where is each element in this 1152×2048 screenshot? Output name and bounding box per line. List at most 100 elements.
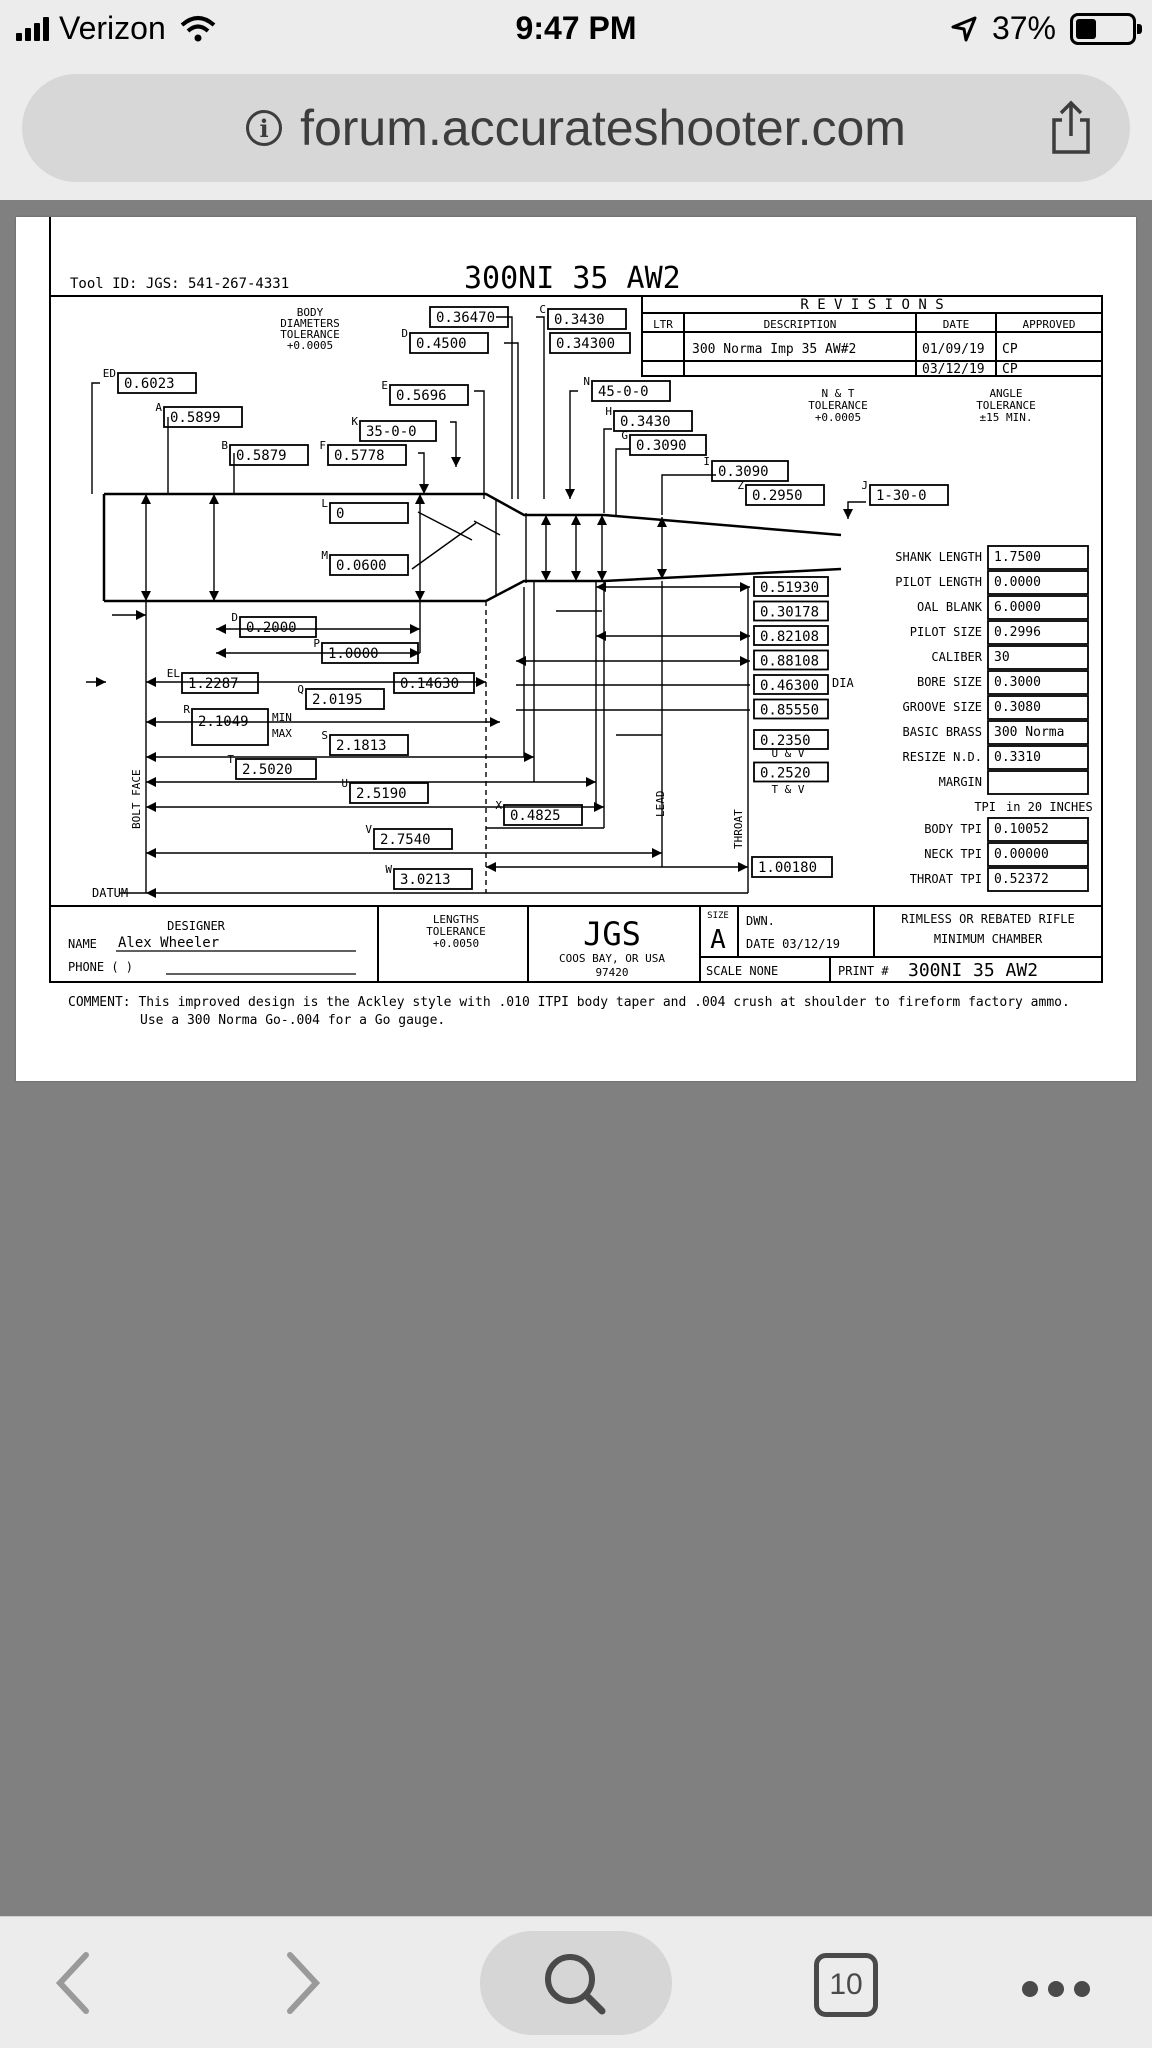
body-tol-2: DIAMETERS (280, 317, 340, 330)
dim-value-q: 2.0195 (312, 692, 363, 708)
wifi-icon (180, 15, 216, 41)
rev-row1-date: 01/09/19 (922, 342, 985, 357)
dim-value-z: 0.2950 (752, 488, 803, 504)
dim-value-e: 0.5696 (396, 388, 447, 404)
tabs-button[interactable]: 10 (814, 1953, 878, 2017)
web-content[interactable]: Tool ID: JGS: 541-267-4331 300NI 35 AW2 … (0, 200, 1152, 1916)
more-icon[interactable] (1022, 1981, 1090, 1997)
spec-box (987, 695, 1089, 720)
uv-label: U & V (771, 747, 804, 760)
right-value: 0.2350 (760, 733, 811, 749)
spec-label: BASIC BRASS (903, 725, 982, 739)
dim-letter-n: N (583, 375, 590, 388)
dim-box-q (305, 688, 385, 710)
dim-letter-b: B (221, 439, 228, 452)
dim-box-k (359, 420, 437, 442)
dim-value-r: 2.1049 (198, 714, 249, 730)
dwn-date: DATE 03/12/19 (746, 937, 840, 951)
rev-row1-desc: 300 Norma Imp 35 AW#2 (692, 342, 856, 357)
dim-letter-a: A (155, 401, 162, 414)
datum-label: DATUM (92, 886, 128, 900)
drawing-title: 300NI 35 AW2 (464, 261, 681, 296)
angle-tol-3: ±15 MIN. (980, 411, 1033, 424)
spec-box (987, 670, 1089, 695)
dim-value-a: 0.5899 (170, 410, 221, 426)
chamber-drawing: Tool ID: JGS: 541-267-4331 300NI 35 AW2 … (49, 217, 1103, 1028)
dim-letter-h: H (605, 405, 612, 418)
dim-box-el (181, 672, 259, 694)
nt-tol-1: N & T (821, 387, 854, 400)
dim-box-h (613, 410, 693, 432)
rev-row2-appr: CP (1002, 362, 1018, 377)
angle-tol-2: TOLERANCE (976, 399, 1036, 412)
dim-value-b: 0.5879 (236, 448, 287, 464)
dim-letter-i: I (703, 455, 710, 468)
dim-letter-t: T (227, 753, 234, 766)
dim-min-label: MIN (272, 711, 292, 724)
spec-label: MARGIN (939, 775, 982, 789)
dim-box-d (239, 616, 317, 638)
right-value-box (753, 600, 829, 622)
dim-letter-el: EL (167, 667, 181, 680)
dim-box-a (163, 406, 243, 428)
dim-value-lead_end: 1.00180 (758, 860, 817, 876)
address-bar[interactable]: i forum.accurateshooter.com (22, 74, 1130, 182)
dim-letter-u: U (341, 777, 348, 790)
desc-line2: MINIMUM CHAMBER (934, 932, 1043, 946)
tpi-value: 0.52372 (994, 872, 1049, 887)
browser-toolbar: 10 (0, 1916, 1152, 2048)
tpi-label: THROAT TPI (910, 872, 982, 886)
dim-letter-q: Q (297, 683, 304, 696)
dim-box-ed (117, 372, 197, 394)
dim-letter-w: W (385, 863, 392, 876)
dim-box-r (191, 708, 269, 746)
spec-value: 6.0000 (994, 600, 1041, 615)
spec-label: SHANK LENGTH (895, 550, 982, 564)
spec-value: 0.3080 (994, 700, 1041, 715)
len-tol-1: LENGTHS (433, 913, 479, 926)
tool-id: Tool ID: JGS: 541-267-4331 (70, 276, 289, 292)
dim-box-f (327, 444, 407, 466)
share-icon[interactable] (1048, 100, 1094, 156)
tpi-box (987, 867, 1089, 892)
spec-box (987, 545, 1089, 570)
dim-value-i: 0.3090 (718, 464, 769, 480)
rev-row1-appr: CP (1002, 342, 1018, 357)
angle-tol-1: ANGLE (989, 387, 1022, 400)
spec-label: PILOT SIZE (910, 625, 982, 639)
dim-box-v (373, 828, 453, 850)
dim-box-i (711, 460, 789, 482)
forward-icon[interactable] (284, 1935, 324, 2031)
dim-letter-v: V (365, 823, 372, 836)
dim-letter-j: J (861, 479, 868, 492)
size-label: SIZE (707, 911, 729, 921)
battery-icon (1070, 12, 1142, 45)
spec-label: RESIZE N.D. (903, 750, 982, 764)
revisions-header: R E V I S I O N S (800, 297, 943, 313)
dim-value-j: 1-30-0 (876, 488, 927, 504)
spec-value: 0.2996 (994, 625, 1041, 640)
body-tol-4: +0.0005 (287, 339, 333, 352)
dim-letter-p: P (313, 637, 320, 650)
dim-value-k: 35-0-0 (366, 424, 417, 440)
dim-letter-m: M (321, 549, 328, 562)
name-label: NAME (68, 937, 97, 951)
search-button[interactable] (480, 1931, 672, 2035)
right-value: 0.51930 (760, 580, 819, 596)
back-icon[interactable] (52, 1935, 92, 2031)
status-bar: Verizon 9:47 PM 37% (0, 0, 1152, 62)
right-value: 0.2520 (760, 766, 811, 782)
battery-percent: 37% (991, 10, 1056, 46)
dim-letter-d: D (231, 611, 238, 624)
dim-letter-f: F (319, 439, 326, 452)
right-value-box (753, 729, 829, 750)
dim-box-s (329, 734, 409, 756)
rev-col-approved: APPROVED (1023, 318, 1076, 331)
location-arrow-icon (951, 16, 977, 41)
dim-value-c: 0.3430 (554, 312, 605, 328)
scale-label: SCALE NONE (706, 964, 778, 978)
dim-box-d1 (409, 332, 489, 354)
right-value: 0.85550 (760, 703, 819, 719)
designer-label: DESIGNER (167, 919, 226, 933)
info-icon[interactable]: i (246, 110, 283, 146)
